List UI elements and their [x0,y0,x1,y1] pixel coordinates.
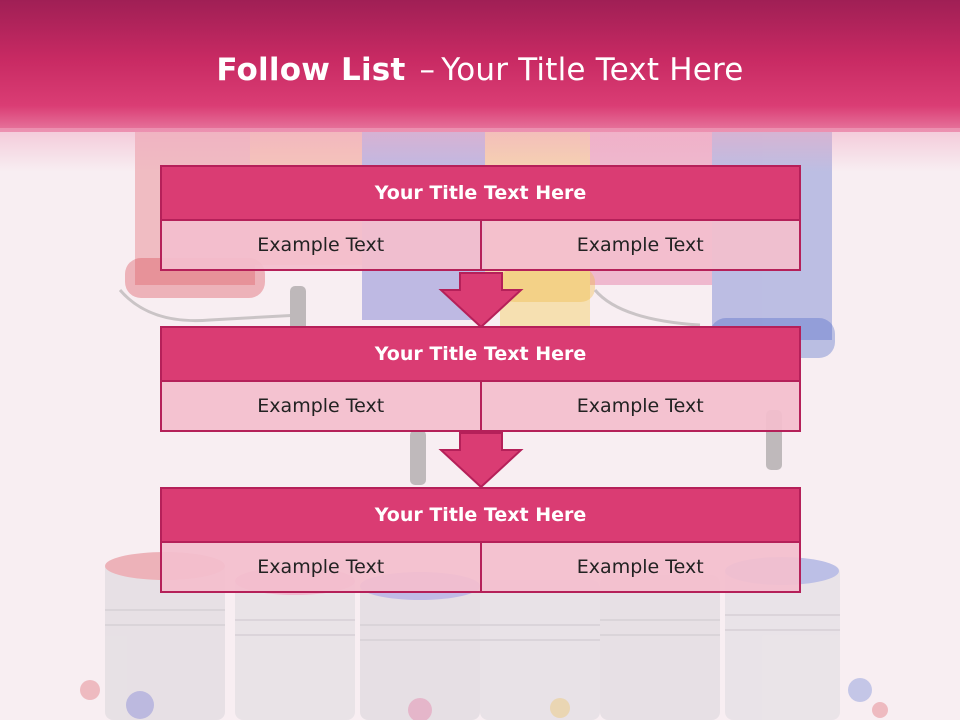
slide-title: Follow List–Your Title Text Here [0,52,960,88]
block-cell-right: Example Text [481,221,801,271]
block-title: Your Title Text Here [160,165,801,221]
block-cell-right: Example Text [481,382,801,432]
title-bar [0,0,960,132]
slide-title-bold: Follow List [216,52,406,88]
slide-title-dash: – [419,52,436,88]
block-row: Example Text Example Text [160,221,801,271]
slide-title-rest: Your Title Text Here [441,52,744,88]
block-title: Your Title Text Here [160,487,801,543]
list-block-3: Your Title Text Here Example Text Exampl… [160,487,801,593]
block-cell-right: Example Text [481,543,801,593]
block-cell-left: Example Text [160,543,482,593]
down-arrow-icon [438,272,524,328]
block-cell-left: Example Text [160,382,482,432]
block-title: Your Title Text Here [160,326,801,382]
list-block-2: Your Title Text Here Example Text Exampl… [160,326,801,432]
title-bar-fade [0,128,960,172]
down-arrow-icon [438,432,524,488]
block-cell-left: Example Text [160,221,482,271]
list-block-1: Your Title Text Here Example Text Exampl… [160,165,801,271]
block-row: Example Text Example Text [160,543,801,593]
block-row: Example Text Example Text [160,382,801,432]
